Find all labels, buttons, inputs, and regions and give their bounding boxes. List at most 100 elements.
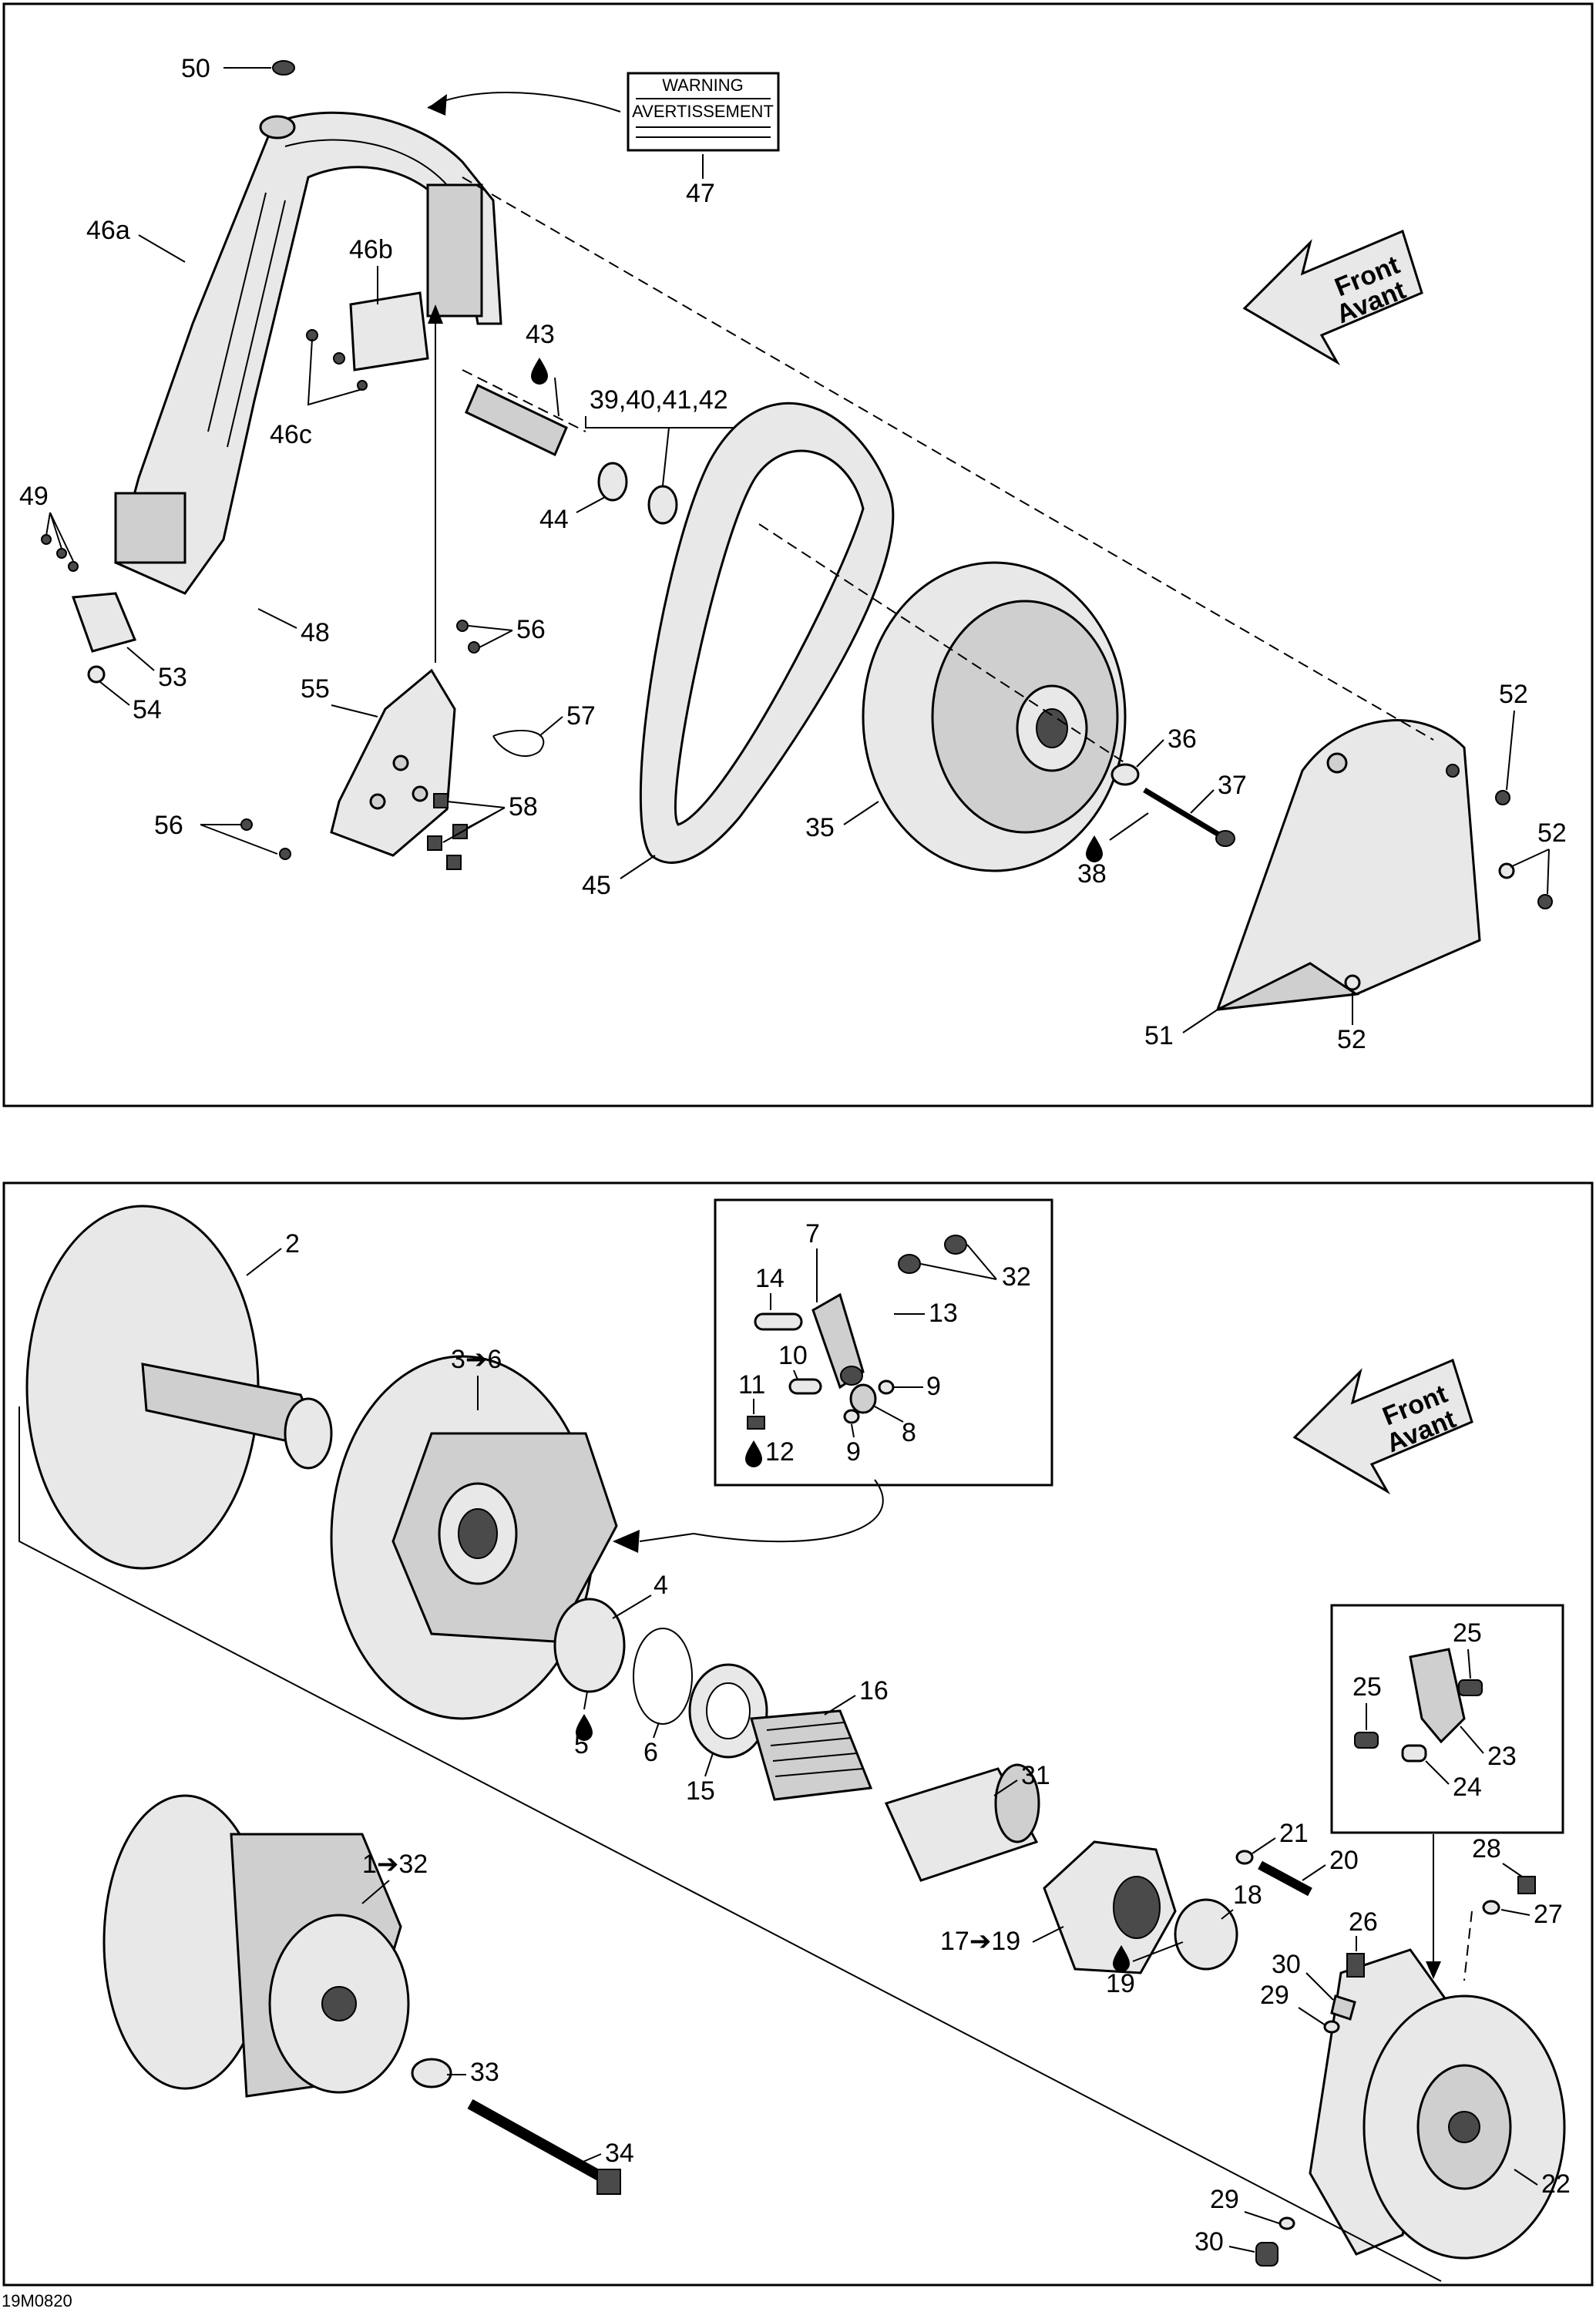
decal-avertissement-text: AVERTISSEMENT — [632, 102, 774, 121]
callout-14: 14 — [755, 1264, 785, 1293]
callout-21: 21 — [1279, 1819, 1309, 1848]
callout-6: 6 — [643, 1738, 658, 1767]
callout-2: 2 — [285, 1229, 300, 1258]
callout-16: 16 — [859, 1676, 889, 1705]
bolt-25 — [1458, 1679, 1483, 1696]
belt-guard-46a — [114, 111, 502, 595]
callout-5: 5 — [574, 1730, 589, 1759]
callout-28: 28 — [1472, 1834, 1501, 1863]
callout-7: 7 — [805, 1219, 820, 1248]
callout-52-a: 52 — [1499, 680, 1528, 709]
callout-30-top: 30 — [1272, 1950, 1301, 1979]
bolt-20 — [1258, 1860, 1312, 1897]
callout-8: 8 — [902, 1418, 916, 1447]
bushing-30 — [1330, 1994, 1356, 2021]
fastener-52 — [1537, 894, 1553, 909]
callout-22: 22 — [1541, 2169, 1571, 2199]
callout-31: 31 — [1021, 1761, 1050, 1790]
callout-46b: 46b — [349, 235, 393, 264]
ring-44 — [597, 462, 628, 502]
callout-23: 23 — [1487, 1742, 1517, 1771]
callout-9-right: 9 — [926, 1372, 941, 1401]
washer-9 — [878, 1379, 895, 1395]
governor-cup-22 — [1309, 1948, 1566, 2260]
inset-pointer — [693, 1479, 884, 1543]
nut-28 — [1517, 1876, 1536, 1894]
callout-43: 43 — [526, 320, 555, 349]
roller-inset-box — [714, 1198, 1053, 1487]
callout-57: 57 — [566, 701, 596, 731]
bottom-panel-frame — [2, 1181, 1594, 2287]
callout-19: 19 — [1106, 1969, 1135, 1998]
callout-56-top: 56 — [516, 615, 546, 644]
sleeve-31 — [884, 1763, 1040, 1882]
ramp-inset-box — [1330, 1604, 1564, 1834]
ramp-23 — [1409, 1648, 1466, 1744]
callout-9-left: 9 — [846, 1437, 861, 1467]
callout-58: 58 — [509, 792, 538, 822]
washer-9 — [843, 1409, 860, 1424]
decal-warning-text: WARNING — [662, 76, 744, 95]
pin-24 — [1401, 1744, 1427, 1763]
drive-pulley-assembly-1-32 — [102, 1794, 410, 2098]
callout-17-19: 17➔19 — [940, 1927, 1020, 1956]
clip-57 — [492, 730, 545, 757]
callout-24: 24 — [1453, 1773, 1482, 1802]
movable-sheave-3-6 — [330, 1355, 618, 1720]
callout-45: 45 — [582, 871, 611, 900]
callout-32-inset: 32 — [1002, 1262, 1031, 1292]
fastener-52 — [1498, 862, 1515, 879]
callout-29-bottom: 29 — [1210, 2185, 1239, 2214]
callout-15: 15 — [686, 1776, 715, 1806]
washer-54 — [87, 665, 106, 684]
callout-27: 27 — [1534, 1900, 1563, 1929]
callout-44: 44 — [539, 505, 569, 534]
callout-37: 37 — [1218, 771, 1247, 800]
callout-56-bottom: 56 — [154, 811, 183, 840]
setscrew-11 — [747, 1416, 765, 1430]
washer-21 — [1235, 1850, 1254, 1865]
nut-50 — [272, 60, 295, 76]
bolt-37 — [1143, 787, 1235, 847]
bushing-30 — [1255, 2242, 1278, 2267]
washer-29 — [1323, 2020, 1340, 2034]
callout-18: 18 — [1233, 1880, 1262, 1910]
bottom-callouts: 2 3➔6 7 32 14 13 10 11 9 12 9 8 4 5 6 15… — [246, 1219, 1571, 2257]
callout-53: 53 — [158, 663, 187, 692]
washer-29 — [1278, 2216, 1295, 2230]
warning-decal-47: WARNING AVERTISSEMENT — [627, 72, 780, 152]
callout-20: 20 — [1329, 1846, 1359, 1875]
insulator-46b — [306, 291, 429, 391]
roller-8 — [849, 1383, 877, 1414]
drive-belt-45 — [639, 402, 895, 864]
callout-39-42: 39,40,41,42 — [590, 385, 728, 415]
ring-6 — [633, 1628, 693, 1725]
callout-54: 54 — [133, 695, 162, 724]
top-callouts: 50 47 46a 46b 46c 43 39,40,41,42 44 49 4… — [19, 54, 1567, 1054]
bolt-25 — [1354, 1732, 1379, 1749]
washer-36 — [1110, 763, 1140, 786]
callout-30-bottom: 30 — [1194, 2227, 1224, 2257]
pin-10 — [788, 1378, 822, 1395]
callout-33: 33 — [470, 2058, 499, 2087]
callout-46a: 46a — [86, 216, 130, 245]
spider-17-19 — [1043, 1840, 1177, 1974]
callout-38: 38 — [1077, 859, 1107, 889]
bushing-4 — [553, 1598, 626, 1693]
fastener-52 — [1344, 974, 1361, 991]
callout-25-right: 25 — [1453, 1618, 1482, 1648]
callout-51: 51 — [1144, 1021, 1174, 1050]
document-code: 19M0820 — [2, 2291, 72, 2310]
callout-47: 47 — [686, 179, 715, 208]
callout-29-top: 29 — [1260, 1981, 1289, 2010]
pin-14 — [754, 1312, 803, 1331]
callout-12: 12 — [765, 1437, 795, 1467]
callout-25-left: 25 — [1352, 1672, 1382, 1702]
callout-1-32: 1➔32 — [362, 1850, 428, 1879]
callout-26: 26 — [1349, 1907, 1378, 1937]
washer-27 — [1482, 1900, 1500, 1915]
washer-33 — [411, 2058, 452, 2089]
callout-4: 4 — [654, 1571, 668, 1600]
callout-55: 55 — [301, 674, 330, 704]
